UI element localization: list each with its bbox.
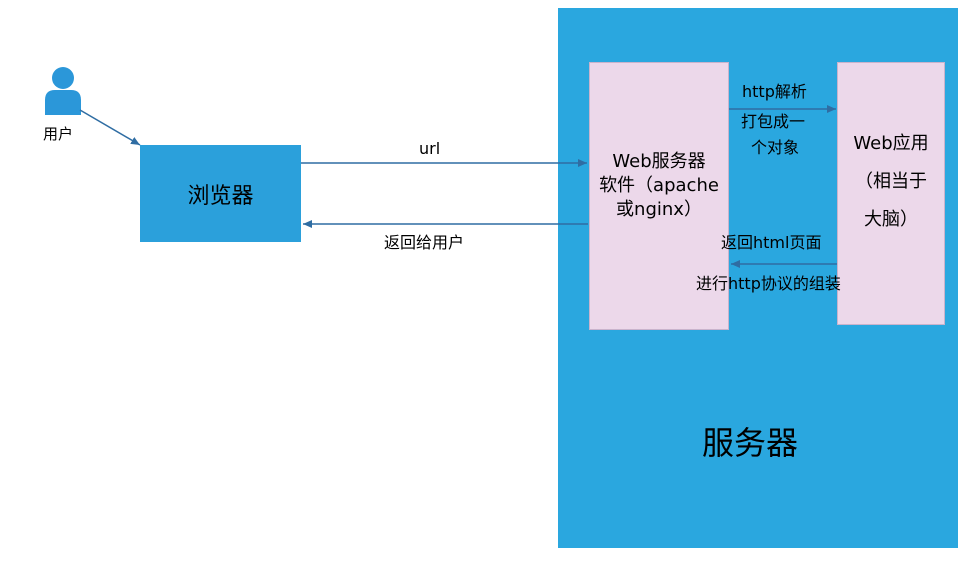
url-label: url: [419, 139, 441, 158]
web-app-line-2: （相当于: [855, 170, 927, 192]
web-server-software-line-2: 软件（apache: [599, 175, 719, 196]
return-html-label: 返回html页面: [721, 233, 822, 252]
pack-object-label-1: 打包成一: [741, 112, 806, 131]
server-label: 服务器: [702, 424, 799, 462]
browser-box: 浏览器: [140, 145, 301, 242]
web-app-line-1: Web应用: [853, 132, 929, 154]
user-to-browser-arrow: [79, 109, 141, 146]
return-to-user-label: 返回给用户: [384, 233, 465, 252]
pack-object-label-2: 个对象: [751, 138, 800, 157]
browser-label: 浏览器: [187, 183, 254, 209]
web-server-software-line-3: 或nginx）: [616, 199, 702, 220]
web-server-software-box: Web服务器 软件（apache 或nginx）: [589, 62, 729, 330]
web-app-line-3: 大脑）: [864, 208, 918, 230]
web-server-software-line-1: Web服务器: [612, 151, 706, 172]
user-label: 用户: [43, 125, 74, 143]
http-protocol-assemble-label: 进行http协议的组装: [696, 274, 841, 293]
http-parse-label: http解析: [742, 82, 807, 101]
web-app-box: Web应用 （相当于 大脑）: [837, 62, 945, 325]
user-icon: [44, 66, 82, 116]
